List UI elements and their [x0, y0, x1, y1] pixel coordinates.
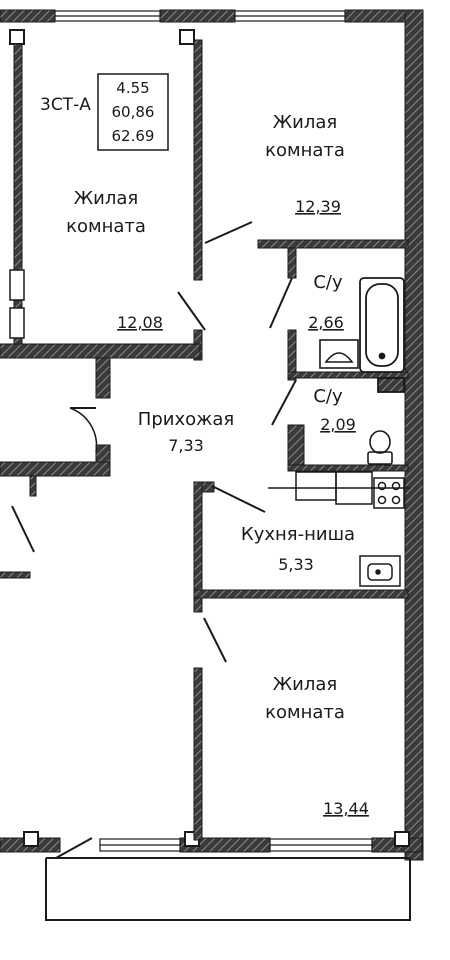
living-top-left-line2: комната — [66, 216, 146, 237]
living-top-right-area: 12,39 — [295, 197, 341, 216]
bathroom-2-label: С/у — [313, 386, 343, 407]
kitchen-label: Кухня-ниша — [241, 524, 355, 545]
kitchen-equipment — [268, 471, 410, 587]
outer-walls — [0, 9, 424, 861]
living-bottom-area: 13,44 — [323, 799, 369, 818]
labels: 3СТ-А 4.55 60,86 62.69 Жилая комната 12,… — [40, 79, 369, 818]
apartment-area-3: 62.69 — [112, 127, 155, 145]
living-top-left-line1: Жилая — [74, 188, 138, 209]
doors — [11, 221, 297, 663]
living-top-left-area: 12,08 — [117, 313, 163, 332]
apartment-area-1: 4.55 — [116, 79, 149, 97]
living-bottom-line1: Жилая — [273, 674, 337, 695]
balcony — [45, 837, 411, 921]
bathtub — [359, 277, 405, 393]
hallway-area: 7,33 — [168, 436, 204, 455]
apartment-code: 3СТ-А — [40, 95, 91, 115]
windows — [54, 10, 373, 852]
kitchen-area: 5,33 — [278, 555, 314, 574]
living-bottom-line2: комната — [265, 702, 345, 723]
apartment-area-2: 60,86 — [112, 103, 155, 121]
interior-walls — [0, 39, 409, 841]
living-top-right-line2: комната — [265, 140, 345, 161]
apartment-info-box — [97, 73, 169, 151]
bathroom-1-label: С/у — [313, 272, 343, 293]
bathroom-1-area: 2,66 — [308, 313, 344, 332]
toilet — [367, 430, 393, 465]
bathroom-2-area: 2,09 — [320, 415, 356, 434]
hallway-label: Прихожая — [138, 409, 234, 430]
living-top-right-line1: Жилая — [273, 112, 337, 133]
sink — [319, 339, 359, 369]
window-posts — [9, 29, 410, 847]
left-wall-marks — [9, 269, 25, 339]
